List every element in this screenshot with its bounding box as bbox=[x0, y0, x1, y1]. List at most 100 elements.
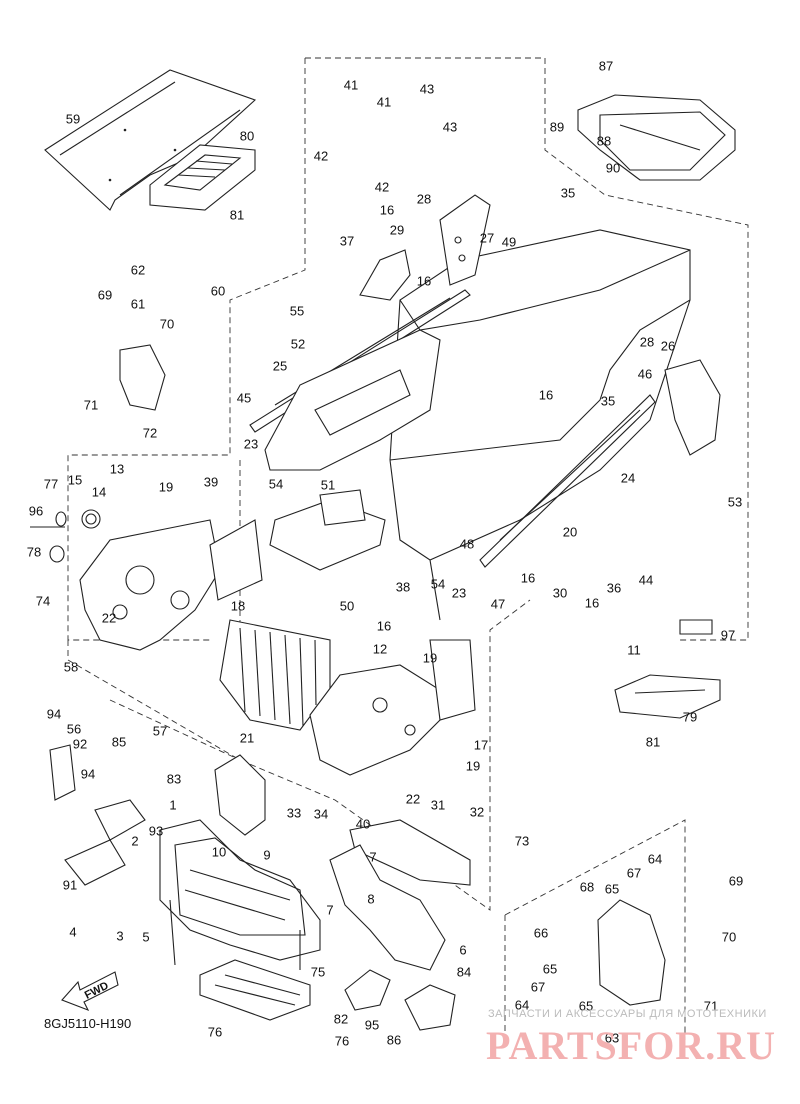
parts-92-93-panels bbox=[49, 744, 146, 886]
callout-78: 78 bbox=[27, 544, 41, 559]
callout-16: 16 bbox=[585, 595, 599, 610]
callout-65: 65 bbox=[543, 961, 557, 976]
callout-44: 44 bbox=[639, 572, 653, 587]
fwd-label: FWD bbox=[83, 980, 111, 1002]
callout-52: 52 bbox=[291, 336, 305, 351]
callout-38: 38 bbox=[396, 579, 410, 594]
parts-82-84-covers bbox=[344, 969, 456, 1031]
callout-20: 20 bbox=[563, 524, 577, 539]
callout-89: 89 bbox=[550, 119, 564, 134]
callout-68: 68 bbox=[580, 879, 594, 894]
callout-9: 9 bbox=[263, 847, 270, 862]
callout-49: 49 bbox=[502, 234, 516, 249]
part-9-guard bbox=[214, 754, 266, 836]
callout-71: 71 bbox=[84, 397, 98, 412]
callout-7: 7 bbox=[369, 849, 376, 864]
watermark-tagline: ЗАПЧАСТИ И АКСЕССУАРЫ ДЛЯ МОТОТЕХНИКИ bbox=[488, 1008, 767, 1020]
upper-brackets bbox=[359, 194, 721, 456]
callout-83: 83 bbox=[167, 771, 181, 786]
callout-82: 82 bbox=[334, 1011, 348, 1026]
part-63-housing bbox=[597, 899, 666, 1006]
callout-93: 93 bbox=[149, 823, 163, 838]
callout-22: 22 bbox=[102, 610, 116, 625]
callout-97: 97 bbox=[721, 627, 735, 642]
callout-51: 51 bbox=[321, 477, 335, 492]
callout-23: 23 bbox=[244, 436, 258, 451]
callout-88: 88 bbox=[597, 133, 611, 148]
callout-95: 95 bbox=[365, 1017, 379, 1032]
callout-42: 42 bbox=[314, 148, 328, 163]
callout-8: 8 bbox=[367, 891, 374, 906]
callout-67: 67 bbox=[627, 865, 641, 880]
callout-41: 41 bbox=[344, 77, 358, 92]
callout-18: 18 bbox=[231, 598, 245, 613]
callout-16: 16 bbox=[417, 273, 431, 288]
callout-50: 50 bbox=[340, 598, 354, 613]
part-21-heat-exchanger bbox=[219, 619, 331, 731]
part-11-tunnel bbox=[389, 229, 691, 621]
callout-65: 65 bbox=[579, 998, 593, 1013]
diagram-code: 8GJ5110-H190 bbox=[44, 1016, 132, 1031]
callout-75: 75 bbox=[311, 964, 325, 979]
callout-92: 92 bbox=[73, 736, 87, 751]
callout-3: 3 bbox=[116, 928, 123, 943]
callout-36: 36 bbox=[607, 580, 621, 595]
callout-86: 86 bbox=[387, 1032, 401, 1047]
callout-84: 84 bbox=[457, 964, 471, 979]
callout-5: 5 bbox=[142, 929, 149, 944]
callout-19: 19 bbox=[466, 758, 480, 773]
track-rails bbox=[249, 289, 656, 568]
callout-54: 54 bbox=[269, 476, 283, 491]
part-79-footrest bbox=[614, 674, 721, 719]
callout-29: 29 bbox=[390, 222, 404, 237]
callout-94: 94 bbox=[81, 766, 95, 781]
fwd-arrow-icon: FWD bbox=[61, 971, 119, 1012]
callout-43: 43 bbox=[420, 81, 434, 96]
callout-28: 28 bbox=[417, 191, 431, 206]
callout-16: 16 bbox=[521, 570, 535, 585]
callout-19: 19 bbox=[423, 650, 437, 665]
callout-26: 26 bbox=[661, 338, 675, 353]
misc-small-parts bbox=[119, 344, 713, 635]
callout-11: 11 bbox=[627, 642, 641, 657]
callout-57: 57 bbox=[153, 723, 167, 738]
callout-56: 56 bbox=[67, 721, 81, 736]
callout-23: 23 bbox=[452, 585, 466, 600]
callout-2: 2 bbox=[131, 833, 138, 848]
callout-35: 35 bbox=[561, 185, 575, 200]
callout-91: 91 bbox=[63, 877, 77, 892]
callout-64: 64 bbox=[648, 851, 662, 866]
part-1-subframe bbox=[159, 819, 321, 970]
callout-69: 69 bbox=[98, 287, 112, 302]
callout-28: 28 bbox=[640, 334, 654, 349]
callout-76: 76 bbox=[208, 1024, 222, 1039]
part-80-step bbox=[149, 144, 256, 211]
part-13-casting bbox=[79, 519, 221, 651]
callout-35: 35 bbox=[601, 393, 615, 408]
callout-22: 22 bbox=[406, 791, 420, 806]
callout-59: 59 bbox=[66, 111, 80, 126]
callout-21: 21 bbox=[240, 730, 254, 745]
callout-64: 64 bbox=[515, 997, 529, 1012]
callout-7: 7 bbox=[326, 902, 333, 917]
callout-24: 24 bbox=[621, 470, 635, 485]
callout-15: 15 bbox=[68, 472, 82, 487]
callout-39: 39 bbox=[204, 474, 218, 489]
callout-43: 43 bbox=[443, 119, 457, 134]
callout-25: 25 bbox=[273, 358, 287, 373]
callout-96: 96 bbox=[29, 503, 43, 518]
callout-54: 54 bbox=[431, 576, 445, 591]
callout-41: 41 bbox=[377, 94, 391, 109]
callout-45: 45 bbox=[237, 390, 251, 405]
callout-10: 10 bbox=[212, 844, 226, 859]
callout-62: 62 bbox=[131, 262, 145, 277]
part-87-rear-bracket bbox=[577, 94, 736, 181]
callout-67: 67 bbox=[531, 979, 545, 994]
callout-48: 48 bbox=[460, 536, 474, 551]
callout-60: 60 bbox=[211, 283, 225, 298]
callout-27: 27 bbox=[480, 230, 494, 245]
callout-65: 65 bbox=[605, 881, 619, 896]
callout-33: 33 bbox=[287, 805, 301, 820]
